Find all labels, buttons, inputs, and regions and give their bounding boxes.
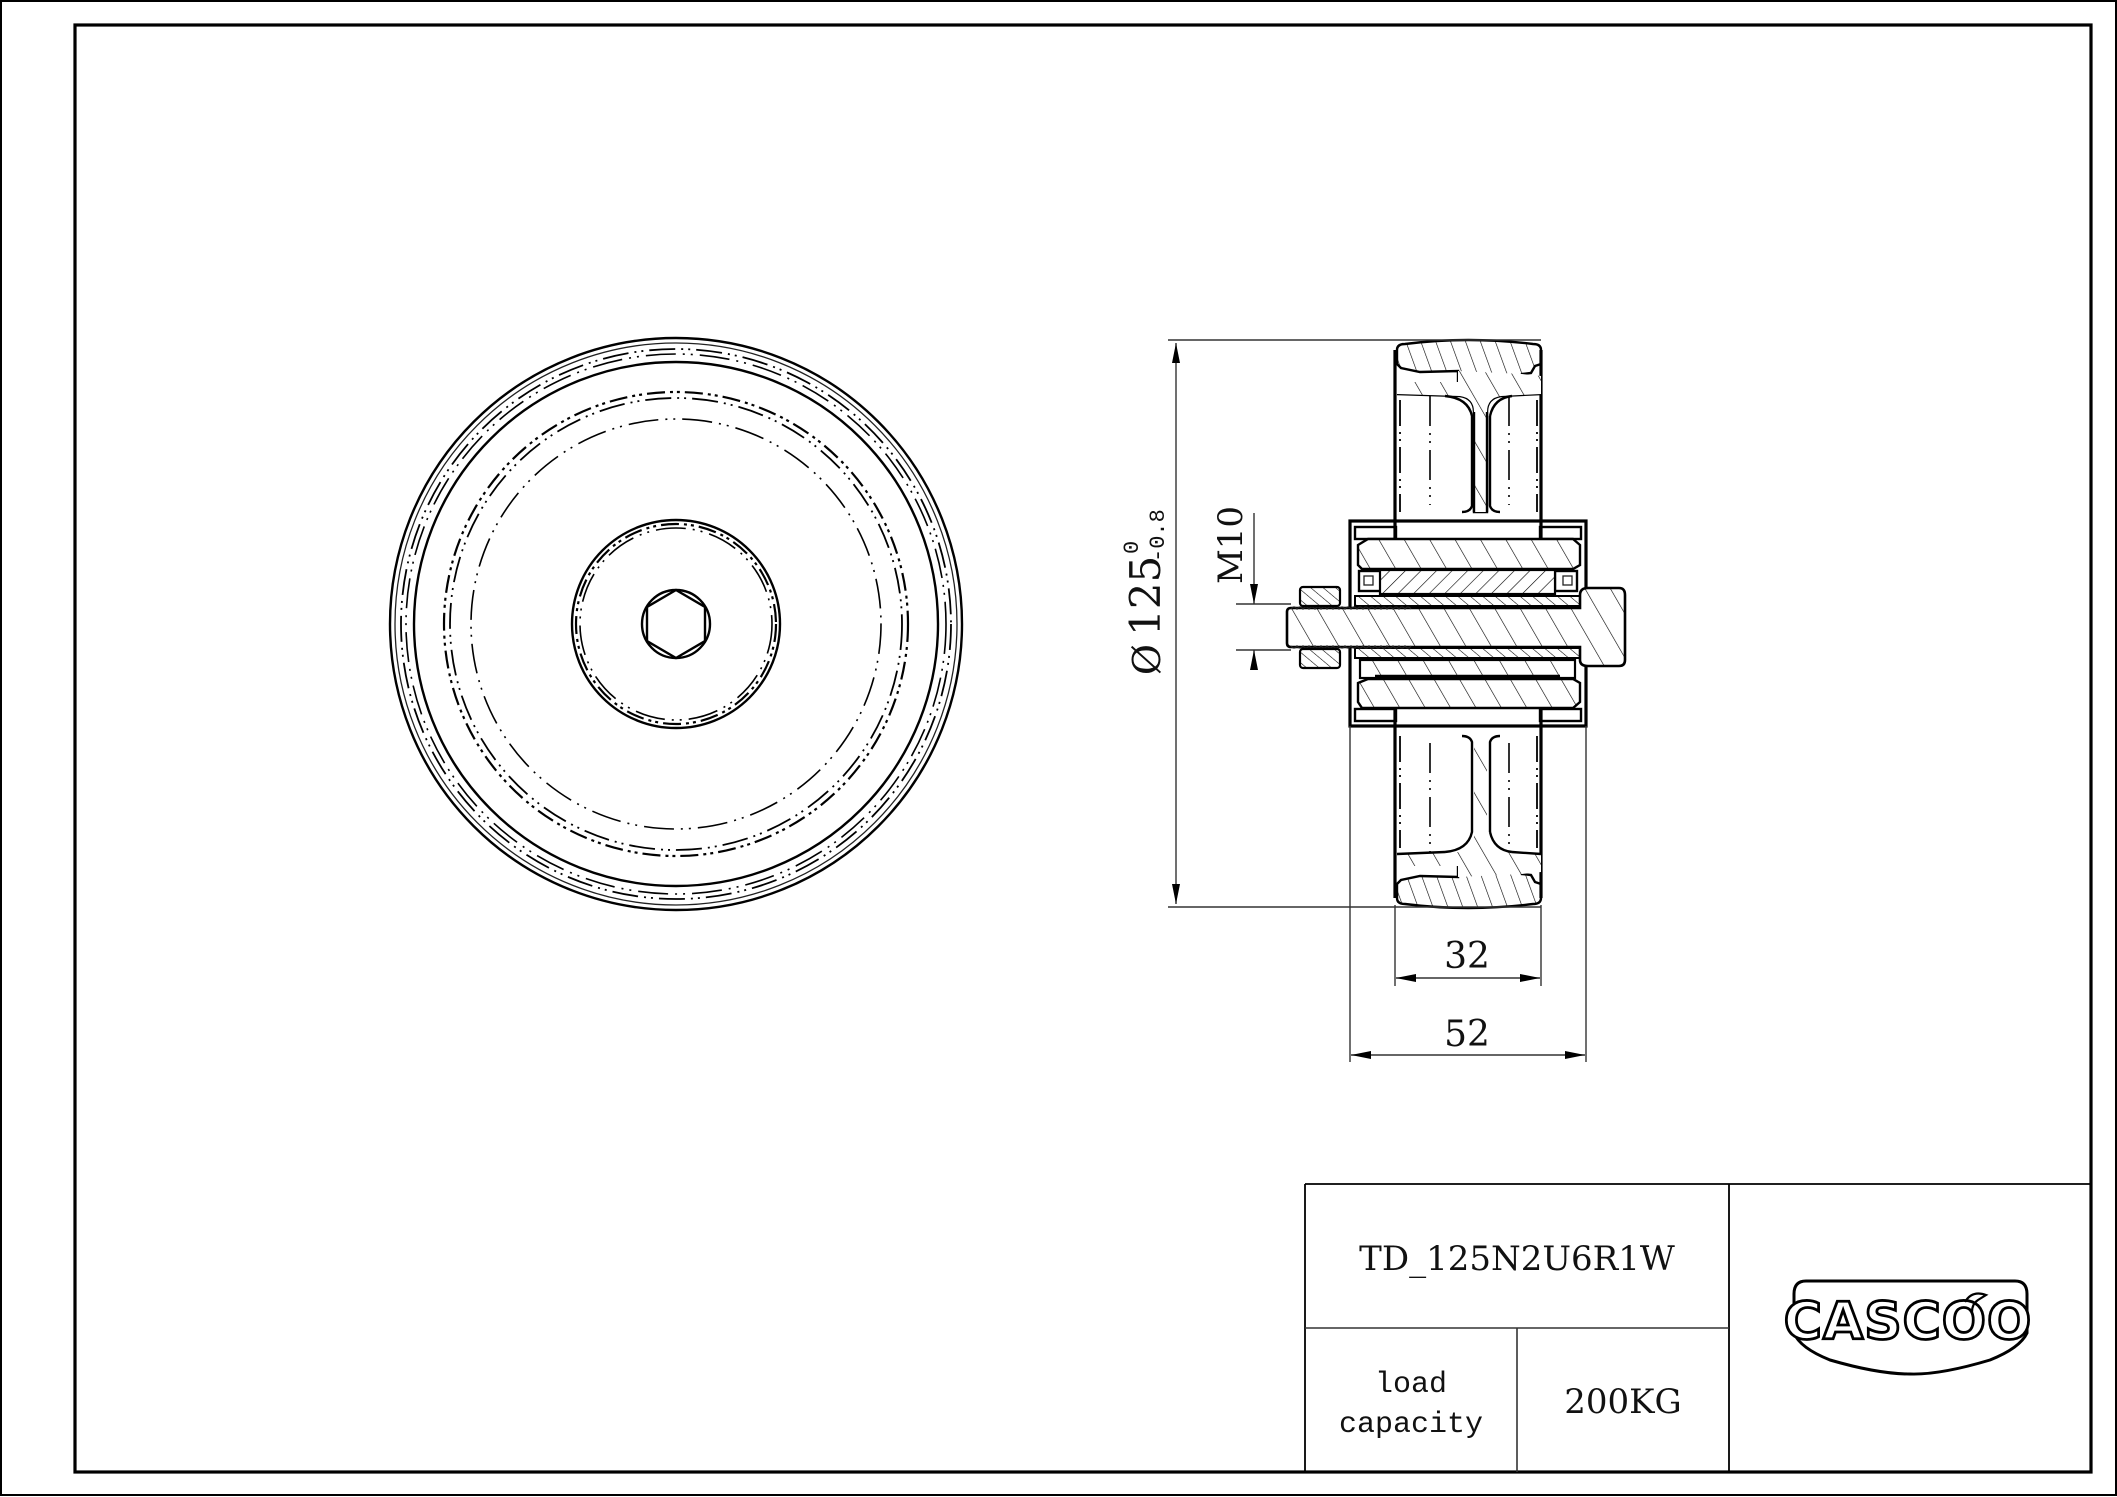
tread-width-label: 32 bbox=[1444, 936, 1490, 977]
dimension-overall-width bbox=[1349, 726, 1587, 1062]
title-block: TD_125N2U6R1W load capacity 200KG CASCOO bbox=[1304, 1183, 2091, 1472]
dimension-tread-width bbox=[1394, 905, 1542, 986]
side-section-view bbox=[1168, 338, 1627, 1062]
eagle-icon bbox=[1964, 1292, 1989, 1313]
overall-width-label: 52 bbox=[1444, 1014, 1490, 1055]
load-label-line2: capacity bbox=[1339, 1408, 1483, 1442]
diameter-label: Ø 125 0 -0.8 bbox=[1120, 509, 1171, 675]
thread-value: M10 bbox=[1211, 506, 1251, 584]
dimension-diameter bbox=[1168, 339, 1541, 908]
logo-text: CASCOO bbox=[1784, 1292, 2032, 1352]
nut-icon bbox=[1298, 585, 1342, 670]
load-capacity-value: 200KG bbox=[1564, 1382, 1681, 1422]
diameter-tol-lower: -0.8 bbox=[1146, 509, 1171, 562]
cascoo-logo: CASCOO bbox=[1782, 1279, 2033, 1376]
diameter-symbol: Ø bbox=[1125, 644, 1169, 675]
part-number: TD_125N2U6R1W bbox=[1359, 1239, 1675, 1279]
thread-label: M10 bbox=[1211, 506, 1251, 584]
dimension-thread bbox=[1236, 513, 1291, 670]
diameter-tol-upper: 0 bbox=[1120, 541, 1145, 554]
front-view bbox=[388, 336, 964, 912]
diameter-value: 125 bbox=[1121, 556, 1170, 636]
hex-nut-icon bbox=[640, 588, 712, 660]
load-label-line1: load bbox=[1375, 1368, 1447, 1402]
